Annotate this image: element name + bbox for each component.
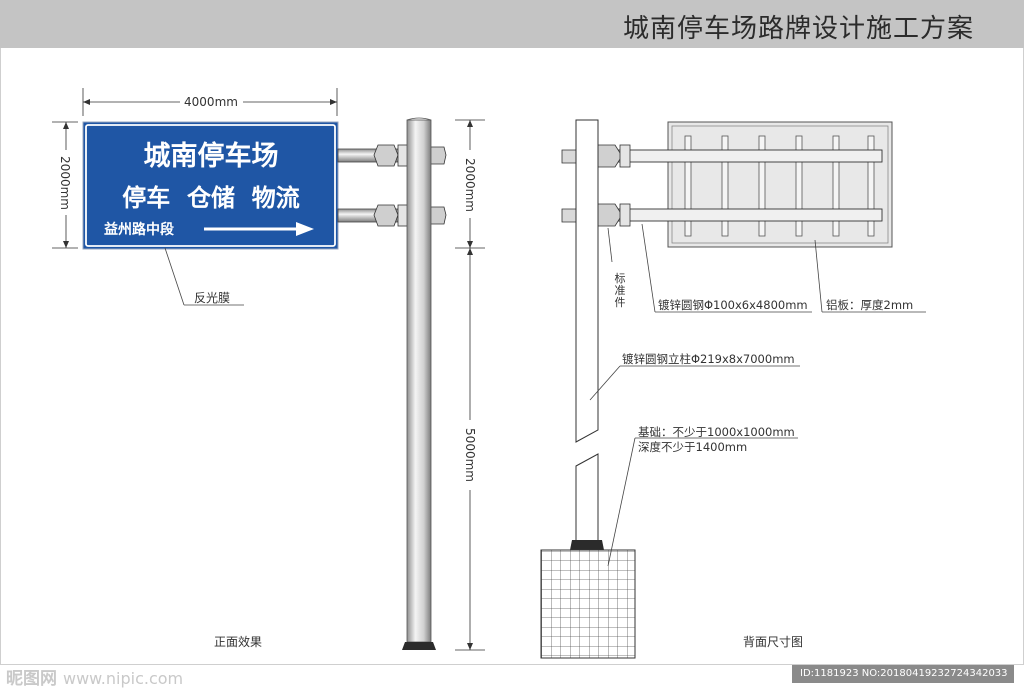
back-pole-base — [570, 540, 604, 550]
plate-ribs — [684, 135, 875, 237]
width-dim-label: 4000mm — [184, 95, 238, 109]
front-view: 4000mm 2000mm 城南停车场 停车 仓储 物流 益州路中段 — [52, 88, 485, 651]
back-caption: 背面尺寸图 — [743, 635, 803, 649]
svg-text:件: 件 — [615, 296, 626, 309]
watermark-id: ID:1181923 NO:20180419232724342033 — [792, 665, 1014, 683]
watermark-url: www.nipic.com — [63, 669, 184, 688]
header-bar — [0, 0, 1024, 48]
watermark-site: 昵图网 — [6, 669, 57, 689]
aluminum-plate — [667, 121, 893, 248]
svg-text:准: 准 — [615, 284, 626, 297]
pipe-callout: 镀锌圆钢Φ100x6x4800mm — [641, 223, 812, 313]
plate-callout: 铝板：厚度2mm — [814, 239, 926, 313]
sign-line-3: 益州路中段 — [104, 221, 174, 238]
std-part-label: 标 准 件 — [615, 271, 626, 309]
height-dim-label: 2000mm — [58, 156, 72, 210]
film-label: 反光膜 — [194, 291, 230, 305]
watermark-left: 昵图网 www.nipic.com — [6, 664, 183, 689]
column-callout: 镀锌圆钢立柱Φ219x8x7000mm — [589, 352, 800, 401]
base-label-1: 基础：不少于1000x1000mm — [638, 425, 795, 439]
film-callout: 反光膜 — [164, 247, 244, 306]
back-arm-upper — [597, 149, 883, 163]
plate-label: 铝板：厚度2mm — [826, 298, 913, 312]
back-view: 标 准 件 镀锌圆钢Φ100x6x4800mm 铝板：厚度2mm 镀锌圆钢立柱Φ… — [540, 119, 926, 659]
page-title: 城南停车场路牌设计施工方案 — [622, 14, 974, 44]
foundation-grid — [540, 549, 636, 659]
sign-border — [85, 124, 336, 247]
base-label-2: 深度不少于1400mm — [638, 440, 747, 454]
width-dimension: 4000mm — [82, 88, 338, 116]
pole-upper-dim-label: 2000mm — [463, 158, 477, 212]
arrow-right-icon — [204, 222, 314, 236]
back-pole-upper — [575, 119, 599, 443]
pole-lower-dim-label: 5000mm — [463, 428, 477, 482]
height-dimension: 2000mm — [52, 121, 78, 249]
column-label: 镀锌圆钢立柱Φ219x8x7000mm — [622, 352, 795, 366]
back-arm-lower — [597, 208, 883, 222]
sign-line-2: 停车 仓储 物流 — [122, 184, 299, 212]
base-callout: 基础：不少于1000x1000mm 深度不少于1400mm — [607, 425, 798, 567]
svg-text:标: 标 — [615, 271, 626, 285]
front-pole — [406, 119, 432, 643]
sign-line-1: 城南停车场 — [144, 140, 279, 172]
back-clamps — [561, 144, 631, 227]
front-pole-base — [402, 642, 436, 650]
pipe-label: 镀锌圆钢Φ100x6x4800mm — [658, 298, 808, 312]
front-caption: 正面效果 — [214, 634, 262, 649]
back-pole-lower — [575, 453, 599, 546]
pole-dimensions: 2000mm 5000mm — [455, 119, 485, 651]
